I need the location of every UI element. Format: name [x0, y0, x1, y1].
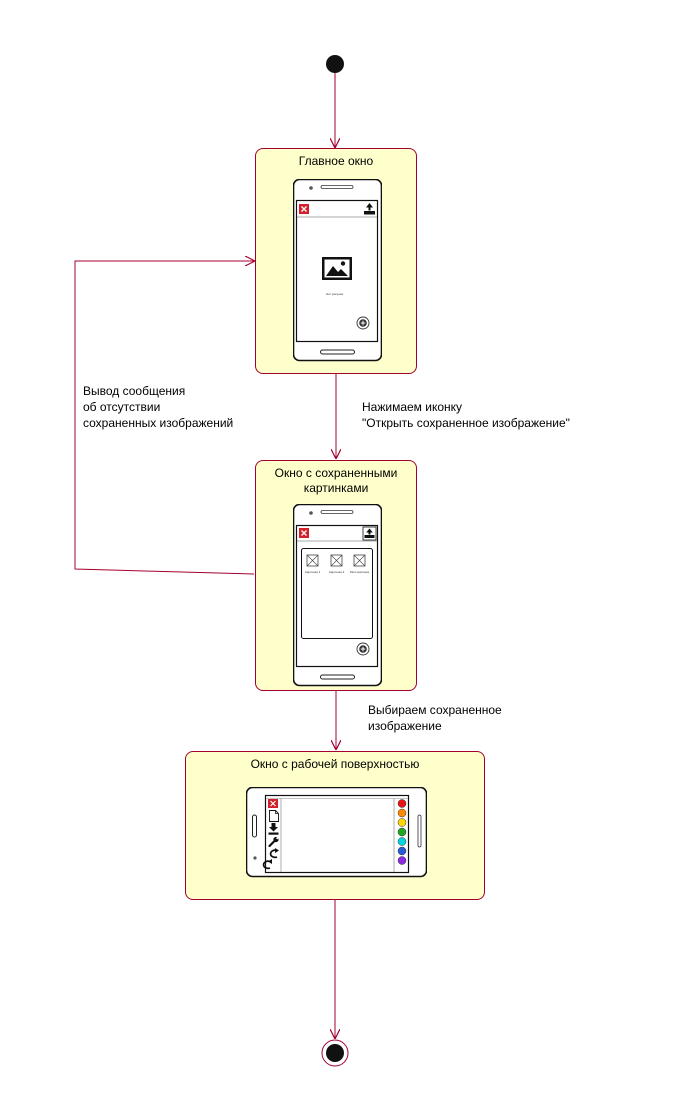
close-icon[interactable]	[299, 528, 309, 538]
thumbnail-label: Картинка 1	[305, 570, 321, 574]
redo-icon[interactable]	[262, 859, 272, 870]
final-state	[321, 1039, 349, 1067]
state-title: Окно с сохраненными картинками	[274, 466, 398, 495]
color-swatch[interactable]	[397, 856, 407, 865]
download-icon[interactable]	[268, 823, 279, 835]
color-swatch[interactable]	[397, 818, 407, 827]
thumbnail-label: Картинка 2	[329, 570, 345, 574]
new-file-icon[interactable]	[269, 810, 279, 822]
undo-icon[interactable]	[269, 848, 279, 859]
thumbnail-icon[interactable]	[330, 554, 343, 567]
color-palette	[397, 799, 407, 865]
thumbnail-label: Моя картинка	[350, 570, 370, 574]
camera-dot	[253, 856, 257, 860]
state-title: Главное окно	[298, 154, 374, 168]
close-icon[interactable]	[299, 204, 309, 214]
state-main-window: Главное окно	[255, 148, 417, 374]
add-button[interactable]	[356, 642, 370, 656]
thumbnail-icon[interactable]	[353, 554, 366, 567]
wrench-icon[interactable]	[268, 836, 279, 848]
phone-landscape-mockup	[246, 787, 427, 878]
color-swatch[interactable]	[397, 808, 407, 818]
transition-label-no-saved: Вывод сообщения об отсутствии сохраненны…	[83, 384, 234, 430]
color-swatch[interactable]	[397, 846, 407, 856]
color-swatch[interactable]	[397, 799, 407, 808]
upload-icon[interactable]	[364, 203, 375, 215]
add-button[interactable]	[356, 316, 370, 330]
gallery-panel	[301, 548, 373, 639]
initial-state	[326, 55, 344, 73]
state-work-surface: Окно с рабочей поверхностью	[185, 751, 485, 900]
camera-dot	[309, 186, 313, 190]
state-saved-pictures: Окно с сохраненными картинками	[255, 460, 417, 691]
color-swatch[interactable]	[397, 837, 407, 846]
phone-mockup	[293, 179, 382, 362]
thumbnail-icon[interactable]	[306, 554, 319, 567]
close-icon[interactable]	[268, 799, 278, 808]
camera-dot	[309, 511, 313, 515]
phone-mockup	[293, 504, 382, 687]
transition-saved-main	[74, 261, 255, 575]
image-placeholder-icon	[322, 257, 352, 280]
transition-label-open-saved: Нажимаем иконку "Открыть сохраненное изо…	[362, 400, 570, 430]
upload-icon[interactable]	[362, 526, 377, 541]
empty-drawing-label: Нет рисунка	[326, 292, 343, 296]
transition-label-choose-saved: Выбираем сохраненное изображение	[368, 703, 502, 733]
state-title: Окно с рабочей поверхностью	[250, 757, 420, 771]
color-swatch[interactable]	[397, 827, 407, 837]
